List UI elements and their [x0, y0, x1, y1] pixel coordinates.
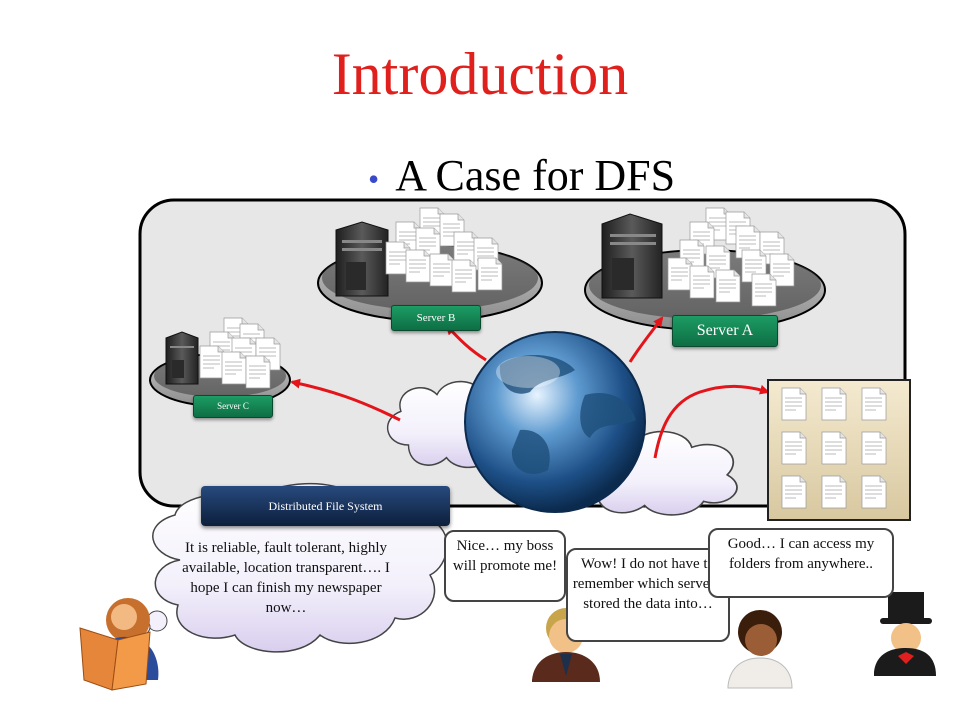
bullet-item: • A Case for DFS: [368, 150, 675, 201]
server-b-group: [317, 207, 543, 322]
dfs-label: Distributed File System: [201, 486, 450, 526]
server-a-group: [584, 207, 826, 331]
slide-title: Introduction: [331, 41, 629, 107]
server-c-label: Server C: [193, 395, 273, 418]
bullet-dot: •: [368, 161, 380, 198]
arrow-to-server-c: [290, 378, 401, 422]
server-c-group: [149, 317, 291, 407]
woman-speech-bubble: Wow! I do not have to remember which ser…: [566, 548, 730, 642]
globe-icon: [464, 331, 646, 513]
bullet-text: A Case for DFS: [395, 151, 676, 200]
server-a-label: Server A: [672, 315, 778, 347]
arrow-to-server-a: [628, 316, 664, 363]
user-folders-panel: [767, 379, 911, 521]
reader-person-icon: [79, 598, 159, 691]
top-hat-man-icon: [874, 592, 936, 676]
tophat-speech-text: Good… I can access my folders from anywh…: [727, 536, 875, 572]
reader-speech-text: It is reliable, fault tolerant, highly a…: [182, 540, 390, 616]
businessman-speech-text: Nice… my boss will promote me!: [452, 538, 558, 574]
woman-icon: [727, 610, 793, 689]
woman-speech-text: Wow! I do not have to remember which ser…: [572, 556, 724, 612]
server-b-label: Server B: [391, 305, 481, 331]
arrow-to-folders: [653, 384, 770, 459]
tophat-speech-bubble: Good… I can access my folders from anywh…: [708, 528, 894, 598]
businessman-speech-bubble: Nice… my boss will promote me!: [444, 530, 566, 602]
